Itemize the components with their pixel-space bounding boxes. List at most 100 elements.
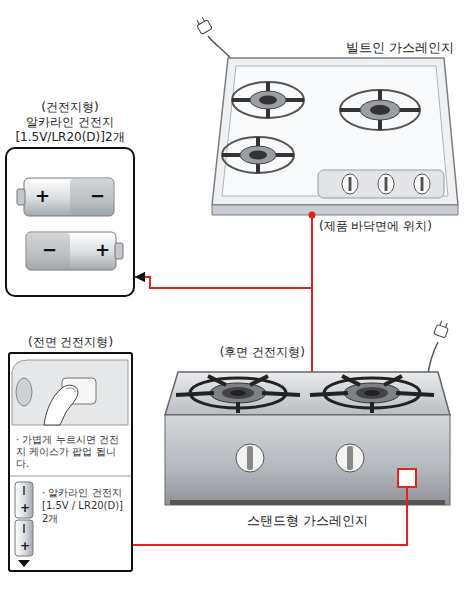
built-in-range-drawing (194, 15, 458, 218)
burner (276, 153, 294, 157)
front-battery-drawing (15, 520, 33, 556)
battery-spec-note: · 알카라인 건전지 [1.5V / LR20(D)] 2개 (42, 486, 128, 525)
burner (250, 91, 286, 109)
knob (247, 446, 253, 470)
burner-grate (342, 376, 360, 385)
built-in-range-drawing (208, 36, 232, 60)
front-battery-drawing (9, 476, 132, 477)
burner-grate (176, 376, 300, 413)
stand-range-drawing (165, 372, 450, 415)
label-slot: + (20, 502, 30, 516)
knob (347, 446, 353, 470)
burner (256, 137, 260, 146)
burner (222, 153, 240, 157)
battery-polarity: − (90, 186, 105, 207)
burner (249, 151, 267, 160)
burner-grate (396, 393, 434, 395)
burner (378, 90, 382, 100)
burner (378, 120, 382, 130)
burner (340, 108, 360, 112)
battery-spec-heading: 알카라인 건전지 [1.5V/LR20(D)]2개 (0, 115, 147, 145)
built-in-range-drawing (194, 15, 212, 34)
front-battery-drawing (9, 360, 132, 567)
built-in-range-drawing (202, 17, 205, 21)
knob (378, 174, 394, 194)
battery-pair-drawing (70, 179, 113, 215)
stand-range: 스탠드형 가스레인지 (165, 372, 450, 505)
front-battery-drawing (23, 524, 25, 533)
burner (232, 98, 250, 102)
text-slot: 빌트인 가스레인지 (346, 40, 454, 56)
burner-grate (262, 393, 300, 395)
burner-grate (230, 390, 246, 396)
stand-range-drawing (434, 320, 450, 338)
stand-range-drawing (165, 320, 450, 505)
stand-range-drawing (165, 415, 450, 505)
battery-polarity: + (20, 540, 30, 554)
stand-range-drawing (428, 342, 438, 374)
burner (286, 98, 304, 102)
burner-grate (364, 390, 380, 396)
knob (342, 174, 358, 194)
built-in-range-drawing (318, 170, 444, 198)
front-battery-box: (전면 건전지형)· 가볍게 누르시면 건전지 케이스가 팝업 됩니다.· 알카… (8, 352, 133, 572)
knob (342, 174, 430, 194)
caption-group: 스탠드형 가스레인지 (145, 513, 470, 529)
knob (236, 444, 264, 472)
text-slot: · 알카라인 건전지 [1.5V / LR20(D)] 2개 (42, 486, 128, 525)
battery-pair-drawing (27, 233, 70, 269)
battery-polarity: + (20, 502, 30, 516)
burner (266, 82, 270, 91)
range-title: 빌트인 가스레인지 (346, 40, 454, 56)
connector-line (135, 277, 312, 372)
battery-pair-drawing (17, 189, 25, 205)
battery-pair-drawing (17, 178, 123, 270)
front-battery-drawing (66, 388, 75, 392)
burner (232, 82, 304, 118)
front-battery-drawing (15, 482, 33, 518)
burner-grate (310, 376, 434, 413)
popup-note: · 가볍게 누르시면 건전지 케이스가 팝업 됩니다. (16, 434, 126, 470)
burner (222, 137, 294, 173)
edge-label-slot: (제품 바닥면에 위치) (318, 219, 433, 234)
text-slot: · 가볍게 누르시면 건전지 케이스가 팝업 됩니다. (16, 434, 126, 470)
burner (266, 109, 270, 118)
edge-label-slot: (후면 건전지형) (219, 345, 306, 360)
front-battery-drawing (44, 385, 78, 425)
stand-range-drawing (440, 321, 442, 326)
battery-type-heading: (건전지형) (0, 100, 147, 115)
front-type-heading: (전면 건전지형) (0, 335, 145, 350)
label-slot: + (95, 240, 110, 261)
edge-label: (후면 건전지형) (219, 345, 306, 360)
built-in-range-drawing (212, 205, 458, 215)
burner-grate (370, 402, 374, 413)
burner (340, 90, 420, 130)
label-slot: − (42, 240, 57, 261)
burner-grate (344, 383, 400, 403)
burner (400, 108, 420, 112)
battery-polarity: + (35, 186, 50, 207)
knob (414, 174, 430, 194)
burner-grate (208, 376, 226, 385)
burner-grate (210, 383, 266, 403)
label-slot: − (90, 186, 105, 207)
heading-group: (전면 건전지형) (0, 335, 145, 350)
knob (236, 444, 364, 472)
burner-grate (176, 393, 214, 395)
label-slot: + (35, 186, 50, 207)
burner-grate (310, 393, 348, 395)
burner-grate (250, 376, 268, 385)
built-in-range-drawing (197, 20, 200, 24)
front-battery-drawing (16, 378, 32, 406)
stand-range-drawing (170, 500, 445, 505)
built-in-range-drawing (197, 20, 212, 35)
burner-grate (222, 387, 254, 399)
battery-pair-drawing (24, 178, 114, 216)
burner (240, 146, 276, 164)
battery-pair-drawing (115, 243, 123, 259)
front-battery-drawing (18, 560, 30, 567)
burner-grate (356, 387, 388, 399)
battery-case-button (398, 469, 416, 487)
burner (232, 82, 304, 118)
heading-group: (건전지형)알카라인 건전지 [1.5V/LR20(D)]2개 (0, 100, 147, 145)
